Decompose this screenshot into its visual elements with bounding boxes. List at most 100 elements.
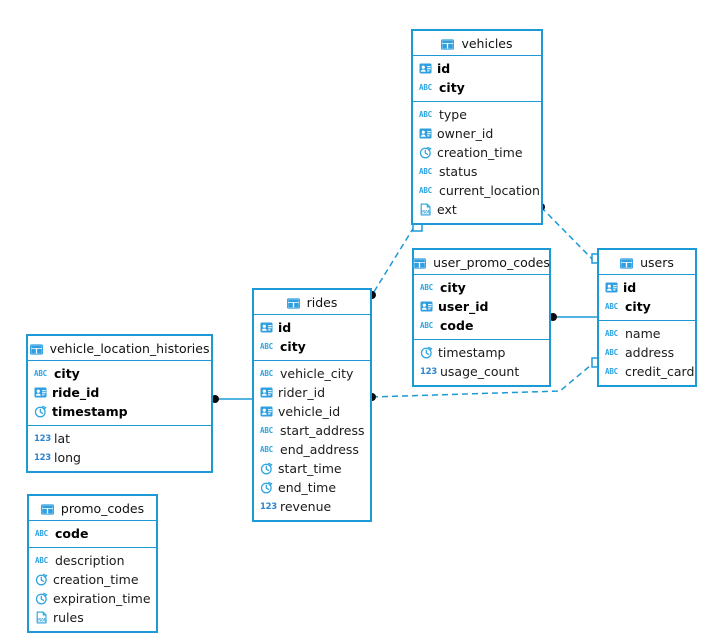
id-card-icon — [605, 281, 618, 294]
table-header-promo_codes[interactable]: promo_codes — [29, 496, 156, 521]
123-number-icon: 123 — [34, 453, 51, 463]
clock-icon — [260, 481, 273, 494]
column-name: timestamp — [52, 404, 128, 419]
column-row-end_time[interactable]: end_time — [254, 478, 370, 497]
table-header-user_promo_codes[interactable]: user_promo_codes — [413, 250, 550, 275]
column-name: end_address — [280, 442, 359, 457]
table-header-vehicle_location_histories[interactable]: vehicle_location_histories — [28, 336, 211, 361]
abc-text-icon: ABC — [420, 283, 433, 292]
table-grid-icon — [620, 257, 634, 269]
abc-text-icon: ABC — [260, 445, 273, 454]
column-name: city — [625, 299, 651, 314]
abc-text-icon: ABC — [605, 302, 618, 311]
abc-text-icon: ABC — [260, 369, 273, 378]
column-name: ride_id — [52, 385, 100, 400]
column-name: id — [437, 61, 451, 76]
column-row-expiration_time[interactable]: expiration_time — [29, 589, 156, 608]
primary-key-row-id[interactable]: id — [599, 278, 695, 297]
table-header-vehicles[interactable]: vehicles — [413, 31, 541, 56]
123-number-icon: 123 — [34, 434, 51, 444]
table-grid-icon — [40, 503, 55, 515]
clock-icon — [35, 592, 48, 605]
clock-icon — [35, 573, 48, 586]
abc-text-icon: ABC — [419, 83, 432, 92]
column-row-creation_time[interactable]: creation_time — [413, 143, 541, 162]
column-row-timestamp[interactable]: timestamp — [414, 343, 549, 362]
column-name: name — [625, 326, 661, 341]
column-name: vehicle_city — [280, 366, 354, 381]
column-row-rider_id[interactable]: rider_id — [254, 383, 370, 402]
column-name: code — [440, 318, 474, 333]
column-name: lat — [54, 431, 71, 446]
column-row-ext[interactable]: JSON ext — [413, 200, 541, 219]
column-name: code — [55, 526, 89, 541]
id-card-icon — [419, 62, 432, 75]
table-header-rides[interactable]: rides — [254, 290, 370, 315]
column-name: id — [623, 280, 637, 295]
primary-key-row-city[interactable]: ABC city — [414, 278, 549, 297]
column-name: rules — [53, 610, 84, 625]
clock-icon — [34, 405, 47, 418]
primary-key-row-city[interactable]: ABC city — [599, 297, 695, 316]
abc-text-icon: ABC — [260, 342, 273, 351]
column-row-start_time[interactable]: start_time — [254, 459, 370, 478]
column-row-vehicle_city[interactable]: ABC vehicle_city — [254, 364, 370, 383]
column-row-owner_id[interactable]: owner_id — [413, 124, 541, 143]
primary-key-row-id[interactable]: id — [413, 59, 541, 78]
column-name: city — [440, 280, 466, 295]
column-name: description — [55, 553, 125, 568]
column-row-creation_time[interactable]: creation_time — [29, 570, 156, 589]
column-row-vehicle_id[interactable]: vehicle_id — [254, 402, 370, 421]
123-number-icon: 123 — [420, 367, 437, 377]
json-document-icon: JSON — [419, 203, 432, 216]
primary-key-row-user_id[interactable]: user_id — [414, 297, 549, 316]
column-name: city — [280, 339, 306, 354]
column-name: id — [278, 320, 292, 335]
table-header-users[interactable]: users — [599, 250, 695, 275]
column-name: creation_time — [437, 145, 523, 160]
table-grid-icon — [286, 297, 301, 309]
column-name: vehicle_id — [278, 404, 341, 419]
relationship-vlh-rides — [211, 395, 252, 403]
svg-text:JSON: JSON — [420, 209, 430, 214]
primary-key-row-timestamp[interactable]: timestamp — [28, 402, 211, 421]
abc-text-icon: ABC — [419, 110, 432, 119]
primary-key-row-ride_id[interactable]: ride_id — [28, 383, 211, 402]
abc-text-icon: ABC — [34, 369, 47, 378]
column-row-end_address[interactable]: ABC end_address — [254, 440, 370, 459]
primary-key-row-city[interactable]: ABC city — [254, 337, 370, 356]
column-name: long — [54, 450, 81, 465]
column-name: ext — [437, 202, 457, 217]
primary-key-row-id[interactable]: id — [254, 318, 370, 337]
